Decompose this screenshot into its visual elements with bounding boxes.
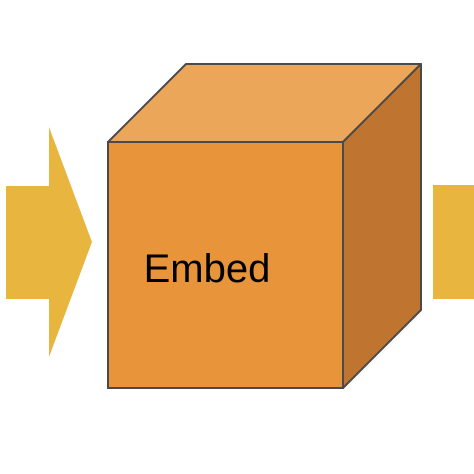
cube-front-face [107, 141, 344, 389]
cube-label: Embed [144, 247, 271, 291]
input-arrow [6, 127, 92, 357]
embed-cube: Embed [107, 63, 422, 389]
output-arrow [433, 185, 474, 299]
